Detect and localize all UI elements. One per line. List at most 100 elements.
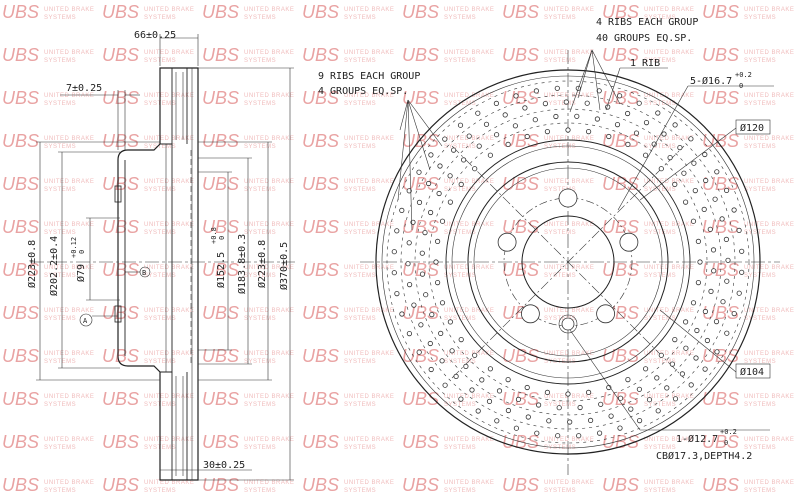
watermark-line1: UNITED BRAKE [344, 437, 394, 443]
drill-hole [533, 88, 540, 94]
drill-hole [695, 238, 702, 244]
watermark-line1: UNITED BRAKE [44, 7, 94, 13]
drill-hole [434, 279, 441, 286]
drill-hole [625, 376, 631, 383]
bolt-holes-group [497, 188, 639, 324]
drill-hole [704, 337, 711, 344]
watermark-line2: SYSTEMS [644, 488, 676, 494]
watermark-line2: SYSTEMS [644, 445, 676, 451]
watermark-line1: UNITED BRAKE [144, 179, 194, 185]
watermark-line1: UNITED BRAKE [144, 308, 194, 314]
watermark-line1: UNITED BRAKE [44, 50, 94, 56]
watermark-line1: UNITED BRAKE [644, 480, 694, 486]
watermark-line1: UNITED BRAKE [244, 93, 294, 99]
note-ribs-left-2: 4 GROUPS EQ.SP. [318, 86, 408, 97]
watermark-brand: UBS [502, 131, 539, 151]
watermark-line1: UNITED BRAKE [44, 308, 94, 314]
dim-top-width: 66±0.25 [134, 30, 176, 41]
drill-hole [692, 188, 698, 194]
drill-hole [394, 290, 400, 297]
drill-hole [394, 228, 400, 234]
watermark-brand: UBS [302, 131, 339, 151]
watermark-brand: UBS [602, 346, 639, 366]
drill-hole [555, 433, 561, 439]
drill-hole [553, 113, 559, 120]
drill-hole [522, 105, 528, 111]
drill-hole [502, 112, 508, 118]
drill-hole [406, 240, 412, 246]
watermark-line1: UNITED BRAKE [544, 308, 594, 314]
drill-hole [707, 226, 713, 232]
watermark-line1: UNITED BRAKE [144, 351, 194, 357]
dim-bottom-width: 30±0.25 [203, 460, 245, 471]
drill-hole [556, 405, 562, 411]
watermark-brand: UBS [602, 260, 639, 280]
watermark-line1: UNITED BRAKE [444, 93, 494, 99]
watermark-line1: UNITED BRAKE [244, 437, 294, 443]
watermark-line1: UNITED BRAKE [744, 437, 794, 443]
watermark-line2: SYSTEMS [44, 101, 76, 107]
watermark-line1: UNITED BRAKE [544, 93, 594, 99]
drill-hole [719, 216, 725, 222]
watermark-line2: SYSTEMS [744, 58, 776, 64]
drill-hole [723, 187, 730, 193]
drill-hole [712, 196, 718, 202]
drill-hole [614, 122, 621, 128]
drill-hole [654, 375, 660, 381]
drill-hole [460, 157, 467, 163]
watermark-line2: SYSTEMS [544, 101, 576, 107]
drill-hole [425, 180, 432, 187]
watermark-line2: SYSTEMS [644, 187, 676, 193]
drill-hole [669, 361, 676, 367]
watermark-line2: SYSTEMS [344, 316, 376, 322]
drill-hole [391, 270, 397, 276]
watermark-line1: UNITED BRAKE [644, 179, 694, 185]
drill-hole [701, 206, 707, 212]
drill-hole [688, 382, 694, 388]
watermark-brand: UBS [202, 432, 239, 452]
watermark-brand: UBS [2, 88, 39, 108]
watermark-line1: UNITED BRAKE [544, 179, 594, 185]
watermark-line1: UNITED BRAKE [744, 179, 794, 185]
watermark-line2: SYSTEMS [444, 144, 476, 150]
bolt-hole [558, 188, 578, 208]
watermark-line1: UNITED BRAKE [344, 136, 394, 142]
watermark-line2: SYSTEMS [744, 445, 776, 451]
watermark-line1: UNITED BRAKE [244, 179, 294, 185]
watermark-line1: UNITED BRAKE [544, 351, 594, 357]
watermark-brand: UBS [302, 2, 339, 22]
watermark-line2: SYSTEMS [344, 488, 376, 494]
drill-hole [399, 311, 405, 317]
drill-hole [442, 382, 448, 388]
drill-hole [633, 130, 640, 136]
watermark-line2: SYSTEMS [544, 15, 576, 21]
drill-hole [469, 387, 475, 393]
drill-hole [636, 100, 642, 106]
note-pin-tol-lower: 0 [724, 439, 728, 447]
watermark-line1: UNITED BRAKE [444, 394, 494, 400]
watermark-line1: UNITED BRAKE [744, 222, 794, 228]
drill-hole [594, 116, 601, 122]
watermark-line2: SYSTEMS [144, 273, 176, 279]
watermark-brand: UBS [502, 45, 539, 65]
watermark-line1: UNITED BRAKE [244, 394, 294, 400]
drill-hole [567, 419, 573, 425]
drill-hole [664, 385, 670, 391]
watermark-line1: UNITED BRAKE [444, 351, 494, 357]
drill-hole [642, 152, 649, 158]
dim-d202-text: Ø202.2±0.4 [48, 236, 60, 296]
watermark-line1: UNITED BRAKE [644, 308, 694, 314]
note-bolt-tol-lower: 0 [739, 82, 743, 90]
drill-hole [458, 336, 464, 343]
drill-hole [433, 259, 439, 265]
watermark-brand: UBS [202, 131, 239, 151]
watermark-line2: SYSTEMS [244, 58, 276, 64]
watermark-line2: SYSTEMS [744, 15, 776, 21]
drill-hole [672, 122, 678, 128]
drill-hole [487, 366, 493, 372]
watermark-brand: UBS [302, 217, 339, 237]
drill-hole [702, 308, 709, 315]
drill-hole [457, 122, 464, 128]
watermark-brand: UBS [302, 174, 339, 194]
watermark-line1: UNITED BRAKE [444, 7, 494, 13]
